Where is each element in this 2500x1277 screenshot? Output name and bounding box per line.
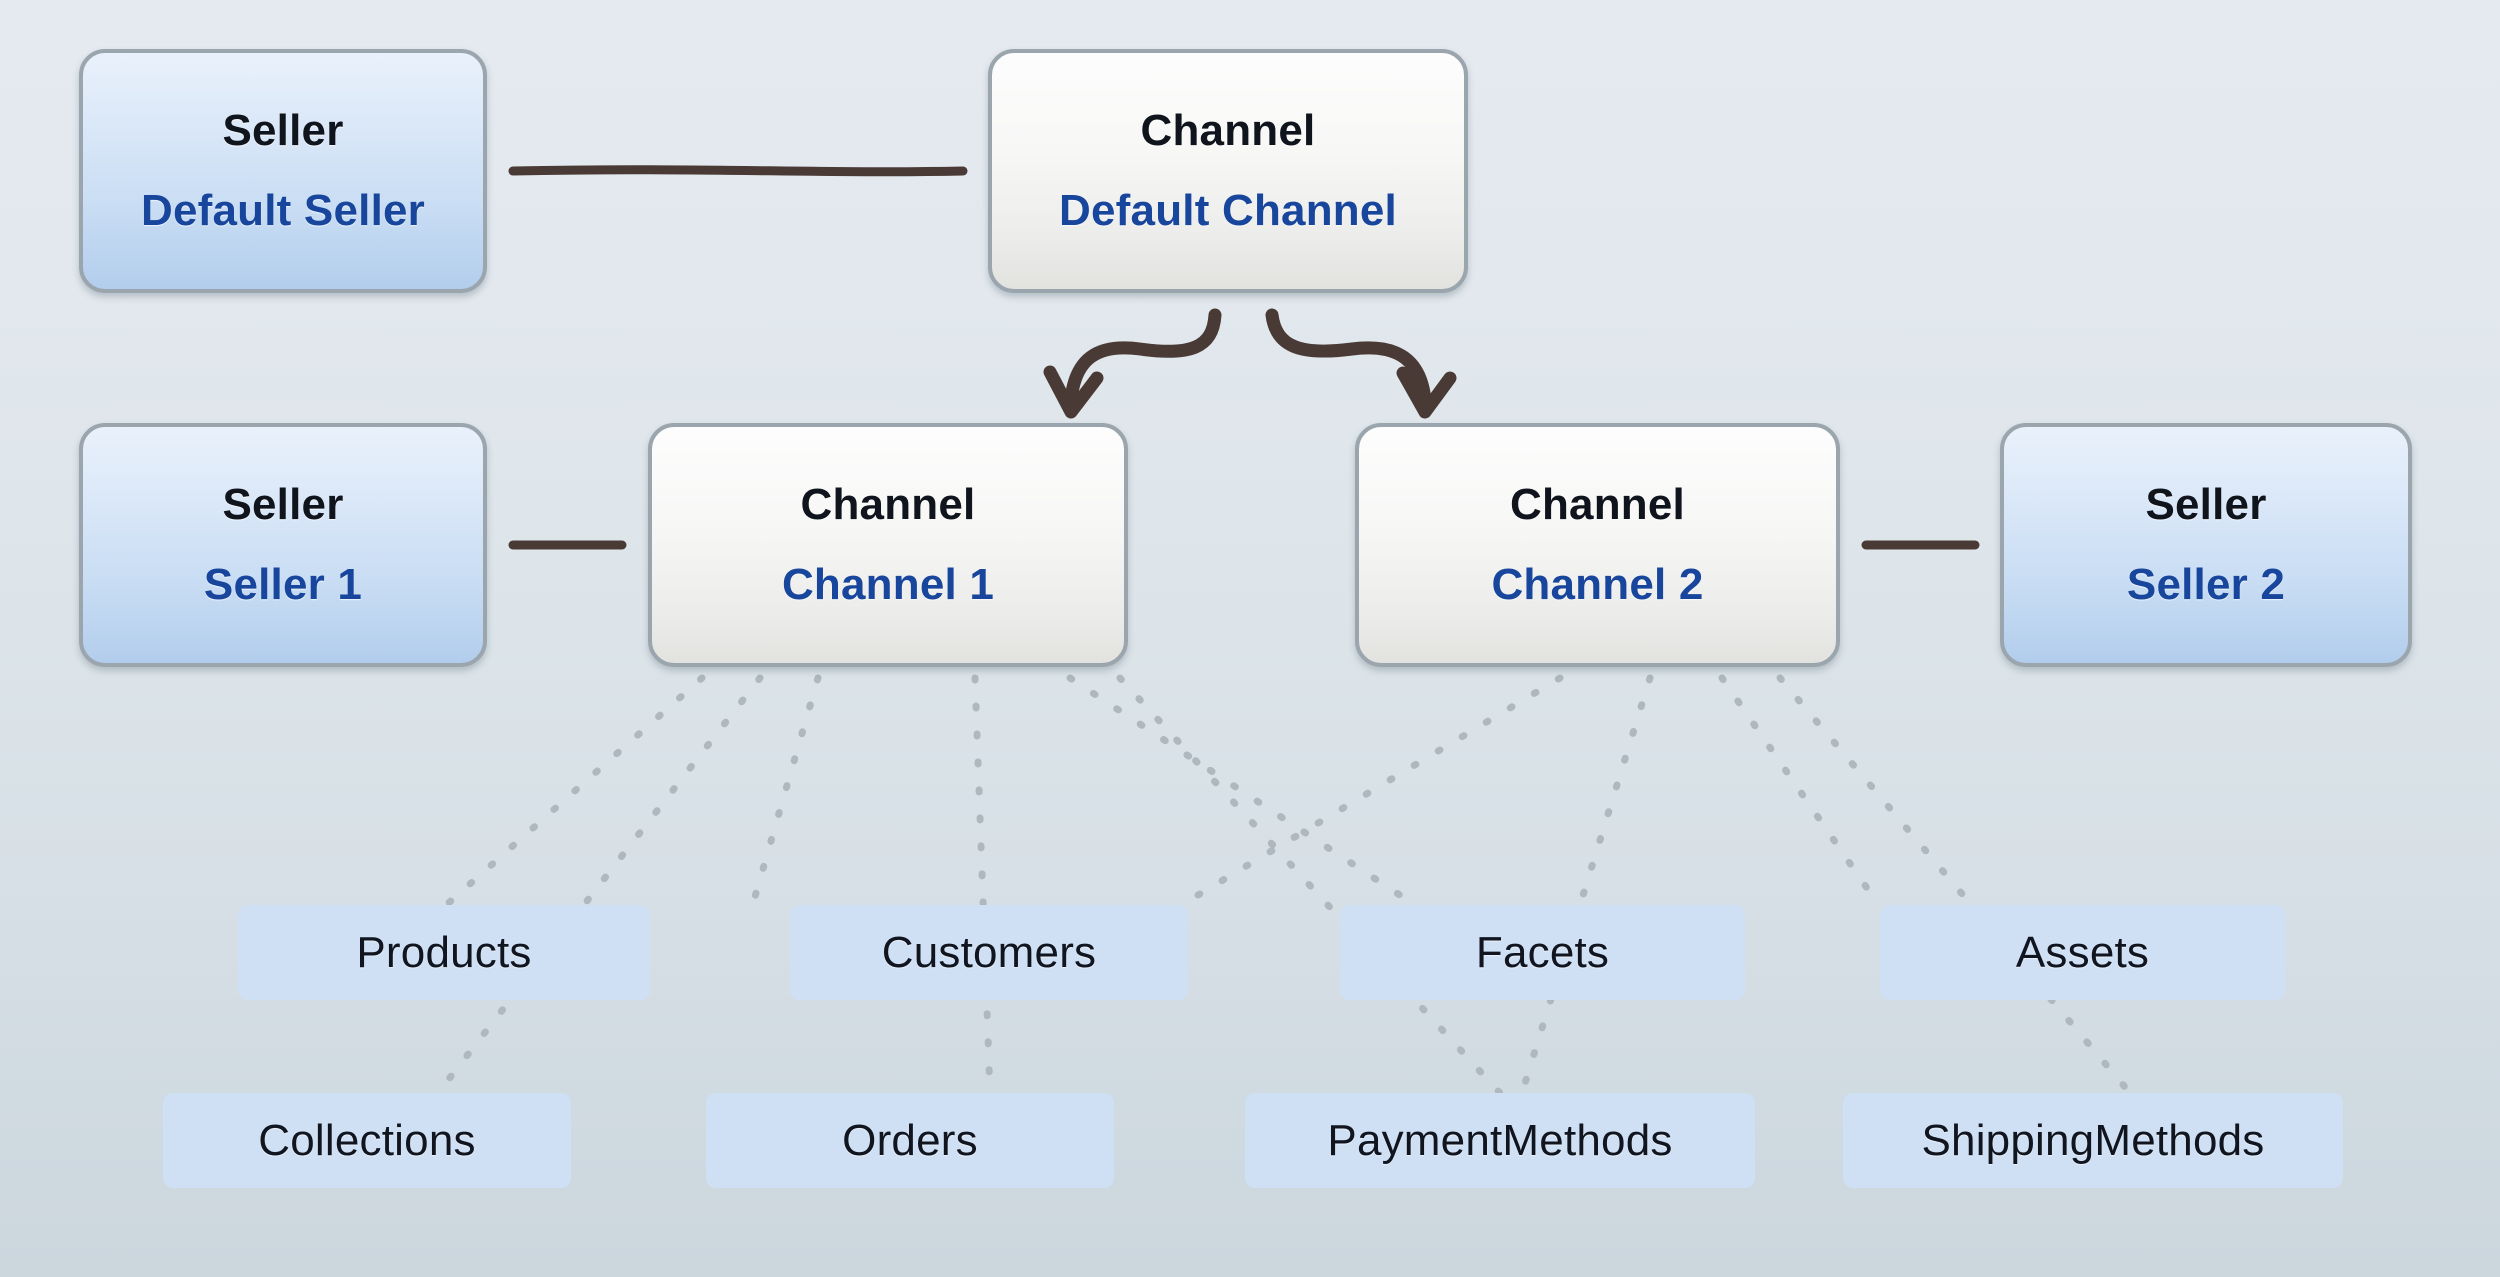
dotted-channel1-facets [1066,674,1422,911]
chip-label: Facets [1475,927,1610,977]
dotted-channel1-collections [434,674,764,1097]
chip-shippingmethods[interactable]: ShippingMethods [1843,1093,2343,1188]
card-name-label: Default Seller [140,186,425,235]
dotted-channel1-paymentmethods [1116,674,1504,1097]
card-default-seller[interactable]: Seller Default Seller [79,49,487,293]
dotted-channel2-assets [1718,674,1884,911]
card-default-channel[interactable]: Channel Default Channel [988,49,1468,293]
card-seller-1[interactable]: Seller Seller 1 [79,423,487,667]
arrowhead-channel1 [1043,365,1104,419]
chip-paymentmethods[interactable]: PaymentMethods [1245,1093,1755,1188]
chip-label: Assets [2015,927,2150,977]
chip-label: PaymentMethods [1327,1115,1673,1165]
dotted-links-channel2 [1174,674,2134,1097]
chip-assets[interactable]: Assets [1880,905,2285,1000]
chip-label: Orders [842,1115,978,1165]
card-channel-2[interactable]: Channel Channel 2 [1355,423,1840,667]
arrow-default-channel-to-channel2 [1265,308,1432,407]
dotted-channel1-products [440,674,706,911]
card-channel-1[interactable]: Channel Channel 1 [648,423,1128,667]
card-type-label: Channel [1140,106,1316,155]
arrow-links [1043,308,1457,419]
card-seller-2[interactable]: Seller Seller 2 [2000,423,2412,667]
card-name-label: Channel 2 [1491,560,1704,609]
chip-customers[interactable]: Customers [790,905,1188,1000]
dotted-channel1-orders [971,674,994,1097]
dotted-channel2-facets [1518,674,1654,1097]
card-type-label: Channel [800,480,976,529]
card-name-label: Channel 1 [781,560,995,609]
link-default-seller-default-channel [508,165,968,177]
chip-facets[interactable]: Facets [1340,905,1745,1000]
chip-label: Collections [258,1115,476,1165]
card-name-label: Seller 2 [2126,560,2286,609]
dotted-channel1-customers [748,674,822,911]
chip-label: Products [356,927,532,977]
card-type-label: Seller [222,480,344,529]
chip-collections[interactable]: Collections [163,1093,571,1188]
dotted-channel2-customers [1174,674,1564,911]
card-name-label: Seller 1 [203,560,363,609]
chip-label: Customers [881,927,1097,977]
chip-orders[interactable]: Orders [706,1093,1114,1188]
card-type-label: Seller [222,106,344,155]
card-name-label: Default Channel [1059,186,1397,235]
card-type-label: Seller [2145,480,2267,529]
card-type-label: Channel [1510,480,1685,529]
arrowhead-channel2 [1396,366,1457,419]
chip-products[interactable]: Products [238,905,650,1000]
chip-label: ShippingMethods [1921,1115,2265,1165]
dotted-links-channel1 [434,674,1504,1097]
dotted-channel2-shippingmethods [1776,674,2134,1097]
arrow-default-channel-to-channel1 [1064,308,1222,407]
